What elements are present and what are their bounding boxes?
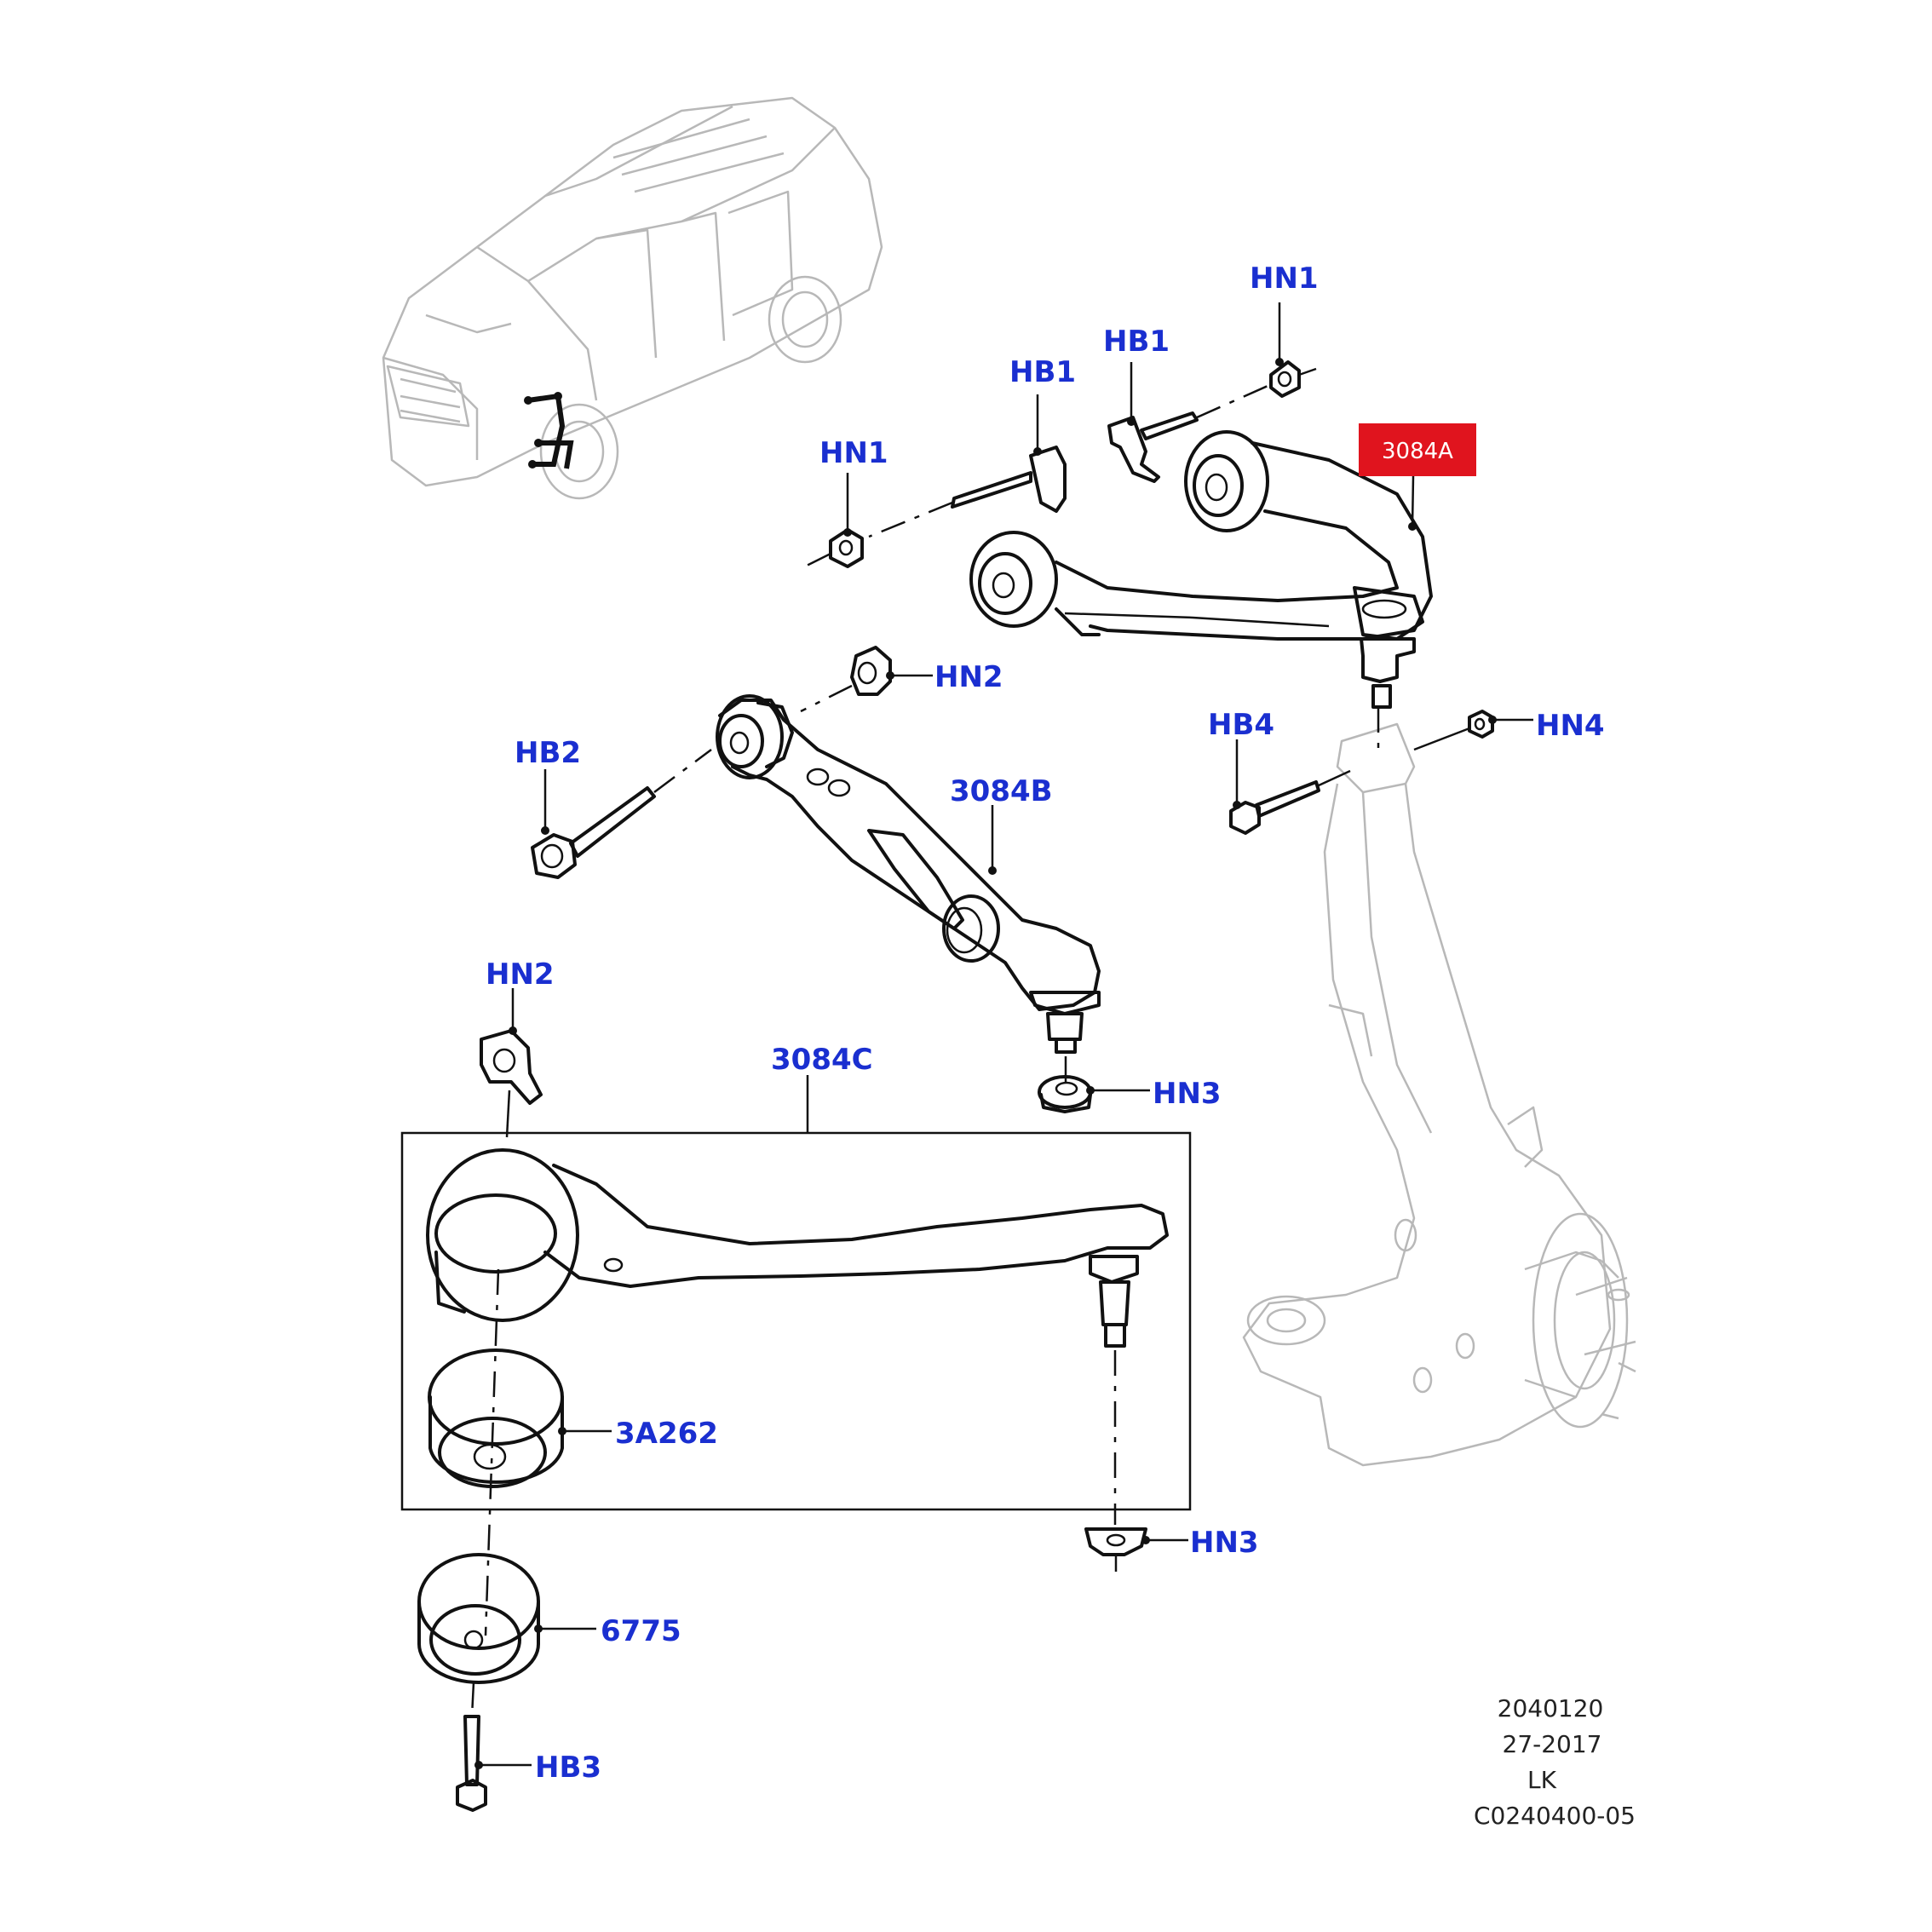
bolt-hb3-drawing: [456, 1715, 487, 1812]
callout-hb1-right-label: HB1: [1103, 325, 1170, 359]
nut-hn3-lower-drawing: [1084, 1527, 1147, 1572]
nut-hn1-left-drawing: [804, 528, 864, 568]
upper-control-arm-3084a: [969, 430, 1433, 709]
bolt-hb2-drawing: [531, 786, 656, 879]
axis-hb1-right: [1196, 382, 1274, 419]
axis-hn4: [1413, 727, 1470, 751]
callout-hn3-upper-label: HN3: [1153, 1077, 1222, 1111]
steering-knuckle-illustration: [1242, 722, 1636, 1467]
callout-hn4-label: HN4: [1536, 709, 1605, 743]
callout-hn1-top: HN1: [1250, 262, 1319, 366]
assembly-3084c-box: [400, 1131, 1192, 1511]
drawing-reference-caption: 2040120 27-2017 LK C0240400-05: [1474, 1694, 1636, 1830]
axis-bushing-stack: [484, 1268, 500, 1636]
vehicle-locator-illustration: [382, 96, 883, 500]
lower-front-arm-3084b: [716, 694, 1101, 1054]
washer-6775-drawing: [417, 1553, 540, 1684]
callout-3084c-label: 3084C: [771, 1043, 873, 1077]
callout-hn2-lower: HN2: [486, 957, 555, 1035]
lower-rear-arm-3084c: [426, 1148, 1169, 1348]
nut-hn4-drawing: [1468, 710, 1494, 739]
callout-hn2-top: HN2: [886, 660, 1003, 694]
axis-hb2: [653, 748, 712, 794]
callout-hb1-left: HB1: [1009, 355, 1076, 456]
callout-hb2: HB2: [515, 736, 581, 835]
axis-hb1-left: [868, 501, 953, 538]
nut-hn1-right-drawing: [1269, 360, 1317, 398]
callout-hb3: HB3: [474, 1751, 601, 1785]
axis-hn2-top: [800, 684, 853, 713]
callout-hn4: HN4: [1488, 709, 1605, 743]
bolt-hb1-left-drawing: [951, 446, 1067, 513]
callout-hn1-left-label: HN1: [819, 436, 888, 470]
nut-hn2-top-drawing: [850, 646, 892, 696]
bolt-hb1-right-drawing: [1107, 411, 1199, 483]
caption-line-1: 2040120: [1498, 1694, 1604, 1722]
callout-hb4-label: HB4: [1208, 708, 1274, 742]
axis-hb4: [1318, 769, 1351, 787]
callout-3084b-label: 3084B: [950, 774, 1053, 808]
nut-hn3-upper-drawing: [1038, 1075, 1092, 1113]
callout-hn3-upper: HN3: [1086, 1077, 1222, 1111]
callout-hb2-label: HB2: [515, 736, 581, 770]
nut-hn2-lower-drawing: [480, 1029, 543, 1105]
callout-hb1-right: HB1: [1103, 325, 1170, 426]
axis-hn2-lower: [505, 1090, 511, 1138]
callout-hn2-lower-label: HN2: [486, 957, 555, 992]
callout-6775: 6775: [534, 1614, 681, 1648]
callout-hn1-left: HN1: [819, 436, 888, 537]
bushing-3a262-drawing: [428, 1348, 564, 1488]
callout-hb1-left-label: HB1: [1009, 355, 1076, 389]
caption-line-2: 27-2017: [1503, 1730, 1602, 1758]
highlighted-front-suspension-area: [524, 392, 574, 469]
callout-hn1-top-label: HN1: [1250, 262, 1319, 296]
caption-line-3: LK: [1527, 1766, 1557, 1794]
callout-3084a-label: 3084A: [1382, 439, 1453, 464]
callout-3084b: 3084B: [950, 774, 1053, 875]
callout-3a262: 3A262: [558, 1417, 718, 1451]
callout-hb3-label: HB3: [535, 1751, 601, 1785]
callout-3084a: 3084A: [1359, 423, 1476, 531]
callout-hn2-top-label: HN2: [934, 660, 1003, 694]
callout-3a262-label: 3A262: [615, 1417, 718, 1451]
callout-hb4: HB4: [1208, 708, 1274, 809]
highlight-box-3084a: [1359, 423, 1476, 476]
callout-6775-label: 6775: [601, 1614, 681, 1648]
axis-hb3: [470, 1682, 475, 1717]
bolt-hb4-drawing: [1229, 780, 1320, 835]
callout-hn3-lower: HN3: [1141, 1526, 1259, 1560]
callout-3084c: 3084C: [771, 1043, 873, 1077]
callout-hn3-lower-label: HN3: [1190, 1526, 1259, 1560]
caption-line-4: C0240400-05: [1474, 1802, 1636, 1830]
